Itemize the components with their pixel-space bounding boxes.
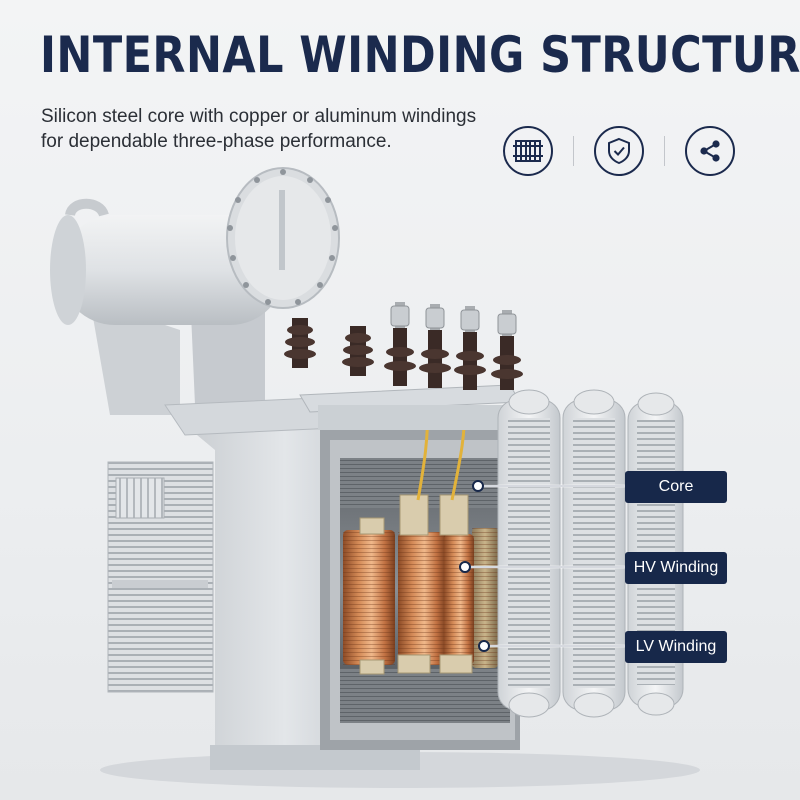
hv-winding-label: HV Winding bbox=[625, 552, 727, 584]
lv-winding-marker bbox=[478, 640, 490, 652]
radiator-icon bbox=[503, 126, 553, 176]
core-label: Core bbox=[625, 471, 727, 503]
share-nodes-icon bbox=[685, 126, 735, 176]
icon-divider bbox=[664, 136, 665, 166]
lv-winding-label: LV Winding bbox=[625, 631, 727, 663]
hv-winding-marker bbox=[459, 561, 471, 573]
icon-divider bbox=[573, 136, 574, 166]
core-marker bbox=[472, 480, 484, 492]
page-subtitle: Silicon steel core with copper or alumin… bbox=[41, 106, 477, 152]
page-title: INTERNAL WINDING STRUCTURE bbox=[40, 26, 800, 84]
shield-check-icon bbox=[594, 126, 644, 176]
